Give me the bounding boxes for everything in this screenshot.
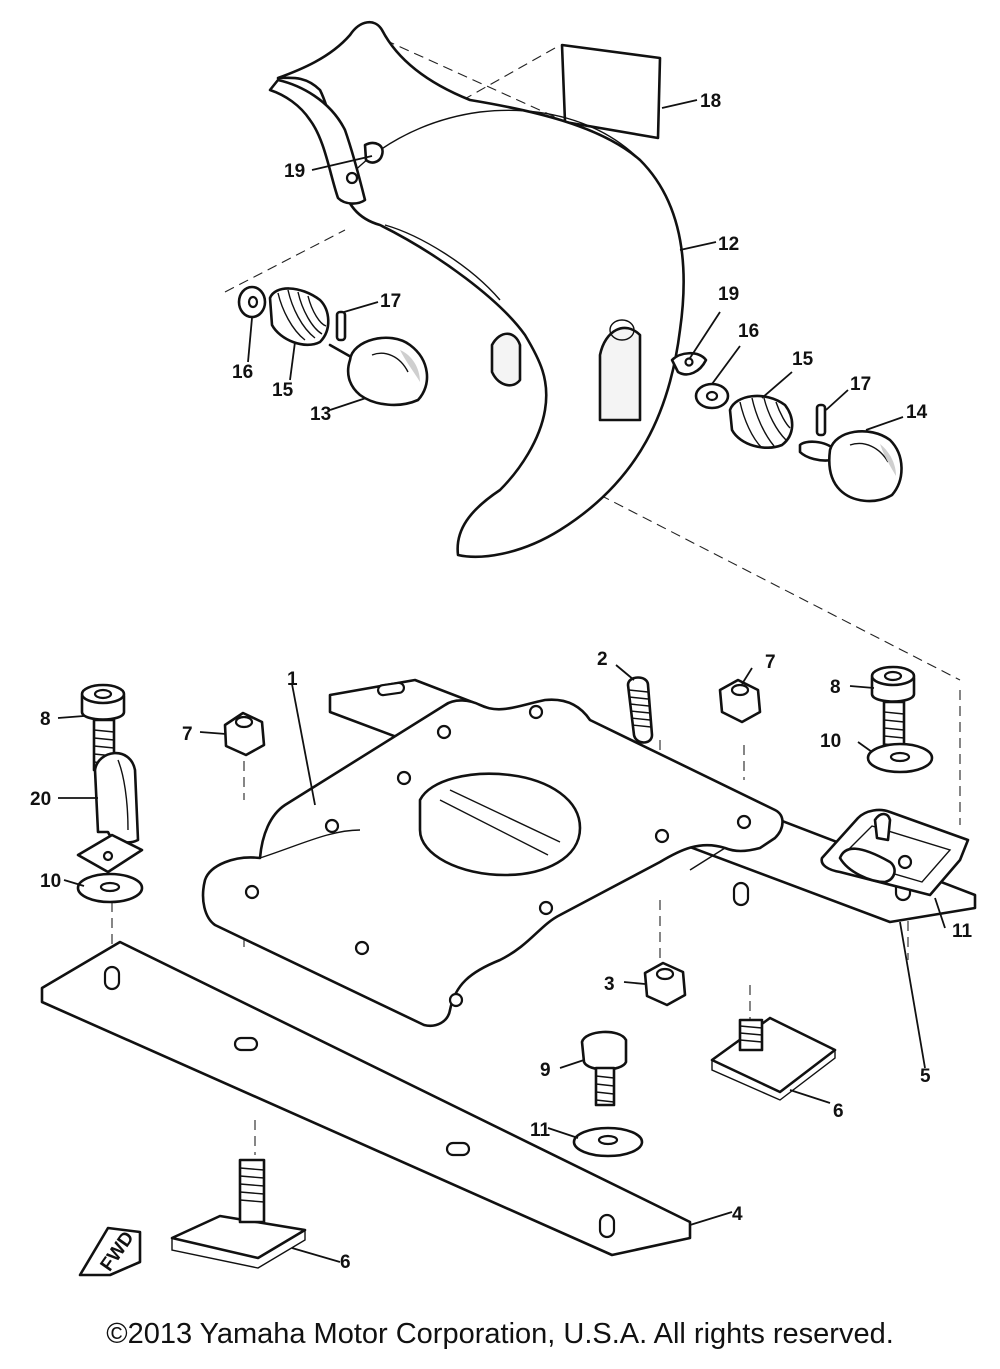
callout-6-right: 6 <box>833 1101 844 1122</box>
t-bolt-6-right <box>710 1016 837 1101</box>
knob-13 <box>328 336 429 407</box>
callout-2: 2 <box>597 649 608 670</box>
knob-14 <box>798 430 903 503</box>
pin-17-right <box>815 403 827 437</box>
callout-19-upper: 19 <box>284 161 305 182</box>
callout-5: 5 <box>920 1066 931 1087</box>
callout-19-lower: 19 <box>718 284 739 305</box>
callout-8-left: 8 <box>40 709 51 730</box>
callout-18: 18 <box>700 91 721 112</box>
callout-11-lower: 11 <box>530 1120 551 1141</box>
callout-11-right: 11 <box>952 921 973 942</box>
base-plate-1 <box>201 698 784 1028</box>
spring-15-right <box>728 394 794 450</box>
clip-19-upper <box>363 141 384 164</box>
washer-10-left <box>76 872 144 904</box>
nut-7-right <box>718 678 762 724</box>
bolt-9 <box>580 1030 628 1107</box>
stud-bolt-2 <box>626 676 654 744</box>
callout-13: 13 <box>310 404 331 425</box>
callout-3: 3 <box>604 974 615 995</box>
copyright-notice: ©2013 Yamaha Motor Corporation, U.S.A. A… <box>106 1318 894 1350</box>
callout-7-left: 7 <box>182 724 193 745</box>
callout-10-left: 10 <box>40 871 61 892</box>
parts-exploded-diagram: FWD 18 19 12 19 <box>30 21 977 1277</box>
callout-17-left: 17 <box>380 291 401 312</box>
callout-17-right: 17 <box>850 374 871 395</box>
callout-1: 1 <box>287 669 298 690</box>
bracket-11 <box>820 808 970 897</box>
callout-15-left: 15 <box>272 380 294 401</box>
callout-16-left: 16 <box>232 362 253 383</box>
spring-15-left <box>268 287 330 347</box>
washer-10-right <box>866 742 934 774</box>
callout-4: 4 <box>732 1204 743 1225</box>
callout-20: 20 <box>30 789 51 810</box>
clamp-20 <box>76 751 144 874</box>
pin-17-left <box>335 310 347 342</box>
callout-10-right: 10 <box>820 731 841 752</box>
callout-9: 9 <box>540 1060 551 1081</box>
callout-12: 12 <box>718 234 739 255</box>
bolt-8-left <box>80 683 126 772</box>
washer-16-left <box>237 285 267 319</box>
nut-3 <box>643 961 687 1007</box>
fwd-direction-arrow: FWD <box>78 1226 142 1277</box>
washer-11 <box>572 1126 644 1158</box>
callout-14: 14 <box>906 402 928 423</box>
callout-7-right: 7 <box>765 652 776 673</box>
rail-4 <box>40 940 692 1257</box>
bolt-8-right <box>870 665 916 754</box>
clip-19-lower <box>670 351 708 376</box>
nut-7-left <box>223 711 266 757</box>
decal-18 <box>560 43 662 140</box>
callout-8-right: 8 <box>830 677 841 698</box>
t-bolt-6-left <box>170 1158 307 1269</box>
callout-6-left: 6 <box>340 1252 351 1273</box>
washer-16-right <box>694 382 730 410</box>
callout-16-right: 16 <box>738 321 759 342</box>
callout-15-right: 15 <box>792 349 814 370</box>
leader-lines <box>57 99 946 1263</box>
callout-numbers: 18 19 12 19 16 15 17 14 17 16 15 13 2 7 … <box>30 91 973 1273</box>
